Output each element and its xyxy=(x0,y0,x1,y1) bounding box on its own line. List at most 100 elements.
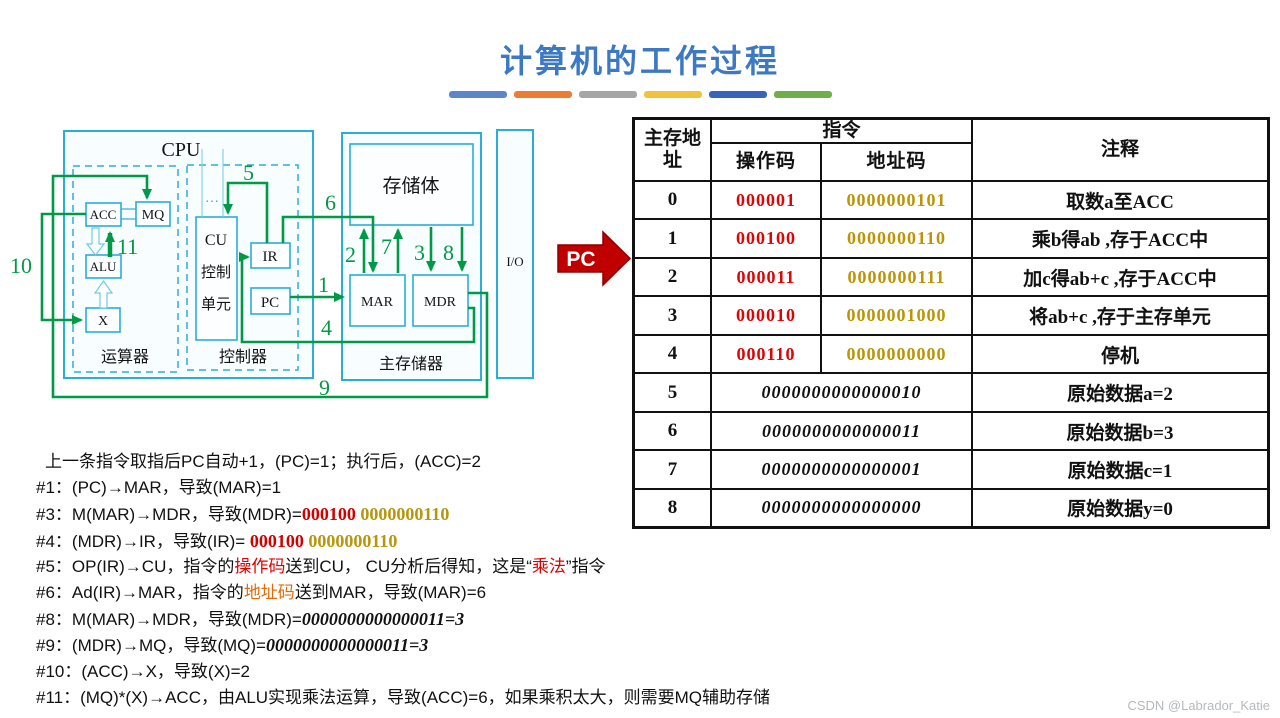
ctrl-section-box xyxy=(186,164,299,371)
addrcode-cell: 0000001000 xyxy=(820,295,973,336)
addr-cell: 6 xyxy=(632,410,712,452)
arrow-4-mdr-to-ir xyxy=(239,252,476,344)
comment-cell: 取数a至ACC xyxy=(971,179,1270,221)
note-line: #3：M(MAR)→MDR，导致(MDR)=000100 0000000110 xyxy=(36,501,976,527)
note-line: #8：M(MAR)→MDR，导致(MDR)=0000000000000011=3 xyxy=(36,606,976,632)
addrcode-cell: 0000000110 xyxy=(820,218,973,259)
acc-alu-arrow-icon xyxy=(85,227,106,256)
notes: 上一条指令取指后PC自动+1，(PC)=1；执行后，(ACC)=2 #1：(PC)… xyxy=(36,449,976,711)
main-memory-label: 主存储器 xyxy=(379,355,443,373)
note-segment: 上一条指令取指后PC自动+1，(PC)=1；执行后，(ACC)=2 xyxy=(45,452,481,471)
note-segment: #1：(PC)→MAR，导致(MAR)=1 xyxy=(36,478,282,498)
note-segment: #6：Ad(IR)→MAR，指令的 xyxy=(36,582,244,602)
step-number-9: 9 xyxy=(319,375,330,400)
note-segment: #8：M(MAR)→MDR，导致(MDR)= xyxy=(36,610,302,630)
note-segment: 000100 xyxy=(249,530,309,551)
alu-section-box xyxy=(72,165,179,373)
cu-label-line1: CU xyxy=(205,232,228,249)
storage-box xyxy=(349,143,474,226)
header-comment: 注释 xyxy=(971,117,1270,182)
underline-bar xyxy=(773,91,832,98)
cu-label-line3: 单元 xyxy=(201,296,231,313)
mar-label: MAR xyxy=(361,295,394,310)
arrow-10-acc-to-x xyxy=(40,212,86,325)
main-memory-box xyxy=(341,132,482,381)
header-opcode: 操作码 xyxy=(710,141,822,182)
step-number-2: 2 xyxy=(345,242,356,267)
step-number-5: 5 xyxy=(243,160,254,185)
cu-label-line2: 控制 xyxy=(201,264,231,281)
comment-cell: 加c得ab+c ,存于ACC中 xyxy=(971,256,1270,298)
acc-label: ACC xyxy=(90,207,117,222)
addr-cell: 7 xyxy=(632,449,712,490)
ctrl-section-label: 控制器 xyxy=(219,348,267,366)
note-segment: 送到CU， CU分析后得知，这是“ xyxy=(285,556,532,576)
note-line: #4：(MDR)→IR，导致(IR)= 000100 0000000110 xyxy=(36,528,976,554)
page-title: 计算机的工作过程 xyxy=(499,43,780,79)
step-number-7: 7 xyxy=(381,234,392,259)
comment-cell: 乘b得ab ,存于ACC中 xyxy=(971,218,1270,259)
note-segment: 地址码 xyxy=(243,582,295,602)
note-segment: 0000000000000011=3 xyxy=(301,609,465,630)
header-addr-code: 地址码 xyxy=(820,141,973,182)
note-segment: #9：(MDR)→MQ，导致(MQ)= xyxy=(36,636,266,656)
value-cell: 0000000000000000 xyxy=(710,487,973,529)
step-number-4: 4 xyxy=(321,315,332,340)
underline-bar xyxy=(578,91,637,98)
step-number-8: 8 xyxy=(443,240,454,265)
note-segment: 送到MAR，导致(MAR)=6 xyxy=(294,582,487,602)
arrow-5-ir-to-cu xyxy=(223,181,269,243)
acc-box xyxy=(85,202,122,227)
pc-pointer-label: PC xyxy=(566,248,595,271)
note-segment: #4：(MDR)→IR，导致(IR)= xyxy=(36,531,250,551)
header-instruction: 指令 xyxy=(710,117,973,144)
cu-dots: ··· xyxy=(205,192,219,208)
cpu-box xyxy=(63,130,314,379)
note-segment: 乘法 xyxy=(531,556,566,576)
addr-cell: 3 xyxy=(632,295,712,336)
pc-pointer-arrow xyxy=(557,230,632,287)
comment-cell: 原始数据y=0 xyxy=(971,487,1270,529)
note-line: #10：(ACC)→X，导致(X)=2 xyxy=(36,659,976,685)
x-alu-arrow-icon xyxy=(93,279,114,309)
addrcode-cell: 0000000000 xyxy=(820,333,973,375)
comment-cell: 将ab+c ,存于主存单元 xyxy=(971,295,1270,336)
addr-cell: 4 xyxy=(632,333,712,375)
underline-bar xyxy=(643,91,702,98)
mq-box xyxy=(135,201,171,227)
note-line: #11：(MQ)*(X)→ACC，由ALU实现乘法运算，导致(ACC)=6，如果… xyxy=(36,685,976,711)
arrow-9-mdr-to-mq xyxy=(51,174,489,399)
underline-bar xyxy=(708,91,767,98)
x-box xyxy=(85,307,121,333)
mq-label: MQ xyxy=(142,208,165,223)
note-segment: #3：M(MAR)→MDR，导致(MDR)= xyxy=(36,505,302,525)
step-number-6: 6 xyxy=(325,190,336,215)
comment-cell: 原始数据c=1 xyxy=(971,449,1270,490)
watermark: CSDN @Labrador_Katie xyxy=(1127,698,1270,713)
note-line: #5：OP(IR)→CU，指令的操作码送到CU， CU分析后得知，这是“乘法”指… xyxy=(36,554,976,580)
note-segment: 操作码 xyxy=(234,556,286,576)
addr-cell: 2 xyxy=(632,256,712,298)
addrcode-cell: 0000000111 xyxy=(820,256,973,298)
ir-box xyxy=(250,242,291,269)
value-cell: 0000000000000010 xyxy=(710,372,973,413)
step-number-3: 3 xyxy=(414,240,425,265)
value-cell: 0000000000000011 xyxy=(710,410,973,452)
note-segment: 0000000000000011=3 xyxy=(265,635,429,656)
comment-cell: 原始数据b=3 xyxy=(971,410,1270,452)
opcode-cell: 000001 xyxy=(710,179,822,221)
addrcode-cell: 0000000101 xyxy=(820,179,973,221)
value-cell: 0000000000000001 xyxy=(710,449,973,490)
addr-cell: 1 xyxy=(632,218,712,259)
alu-box xyxy=(85,254,122,279)
underline-bar xyxy=(448,91,507,98)
